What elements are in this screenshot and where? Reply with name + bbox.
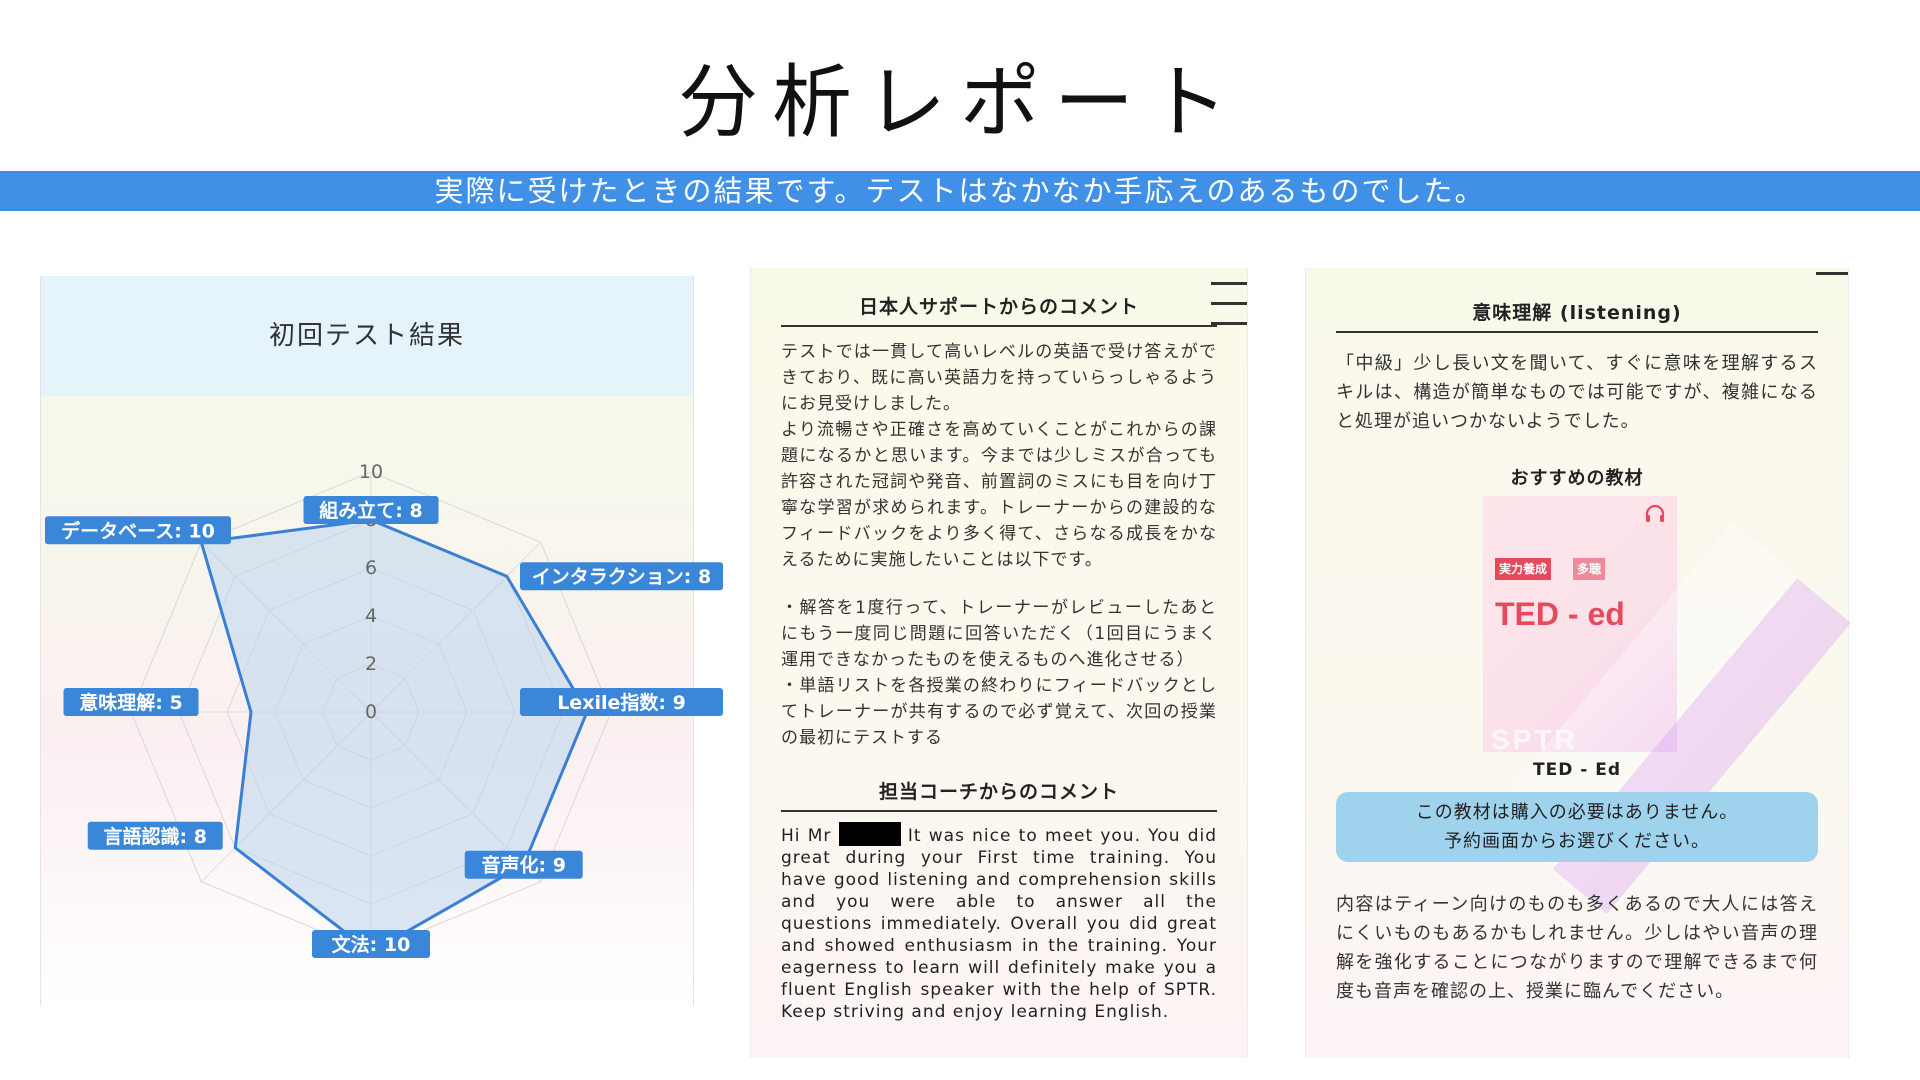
support-paragraph: テストでは一貫して高いレベルの英語で受け答えができており、既に高い英語力を持って… <box>781 342 1217 414</box>
radar-tick-label: 6 <box>365 557 377 579</box>
redacted-name <box>838 822 901 846</box>
radar-tick-label: 4 <box>365 605 377 627</box>
material-name: TED - Ed <box>1533 760 1621 780</box>
radar-value-label: 文法: 10 <box>332 933 411 956</box>
listening-description: 「中級」少し長い文を聞いて、すぐに意味を理解するスキルは、構造が簡単なものでは可… <box>1336 353 1818 432</box>
radar-label-box <box>464 850 583 879</box>
support-bullet: ・解答を1度行って、トレーナーがレビューしたあとにもう一度同じ問題に回答いただく… <box>781 598 1217 670</box>
coach-heading: 担当コーチからのコメント <box>781 777 1217 812</box>
page-title: 分析レポート <box>678 56 1242 149</box>
radar-tick-label: 2 <box>365 653 377 675</box>
brand-logo: SPTR <box>1491 724 1578 755</box>
radar-value-label: インタラクション: 8 <box>532 566 711 588</box>
recommended-title: おすすめの教材 <box>1510 468 1644 489</box>
coach-body: It was nice to meet you. You did great d… <box>781 826 1218 1022</box>
chart-header: 初回テスト結果 <box>41 276 693 396</box>
radar-value-label: 音声化: 9 <box>482 854 566 877</box>
note-line: 予約画面からお選びください。 <box>1444 831 1710 852</box>
purchase-note: この教材は購入の必要はありません。 予約画面からお選びください。 <box>1336 792 1818 862</box>
support-paragraph: より流暢さや正確さを高めていくことがこれからの課題になるかと思います。今までは少… <box>781 420 1217 570</box>
radar-value-label: データベース: 10 <box>61 519 215 542</box>
radar-label-box <box>312 930 430 958</box>
radar-label-box <box>520 688 723 716</box>
radar-label-box <box>63 688 199 716</box>
radar-value-label: 意味理解: 5 <box>79 691 182 714</box>
subtitle-banner: 実際に受けたときの結果です。テストはなかなか手応えのあるものでした。 <box>0 171 1920 211</box>
radar-value-label: Lexile指数: 9 <box>557 691 686 714</box>
material-cover[interactable]: 実力養成 多聴 TED - ed SPTR <box>1483 496 1851 915</box>
menu-icon[interactable] <box>1816 272 1848 275</box>
listening-heading: 意味理解 (listening) <box>1336 298 1818 333</box>
radar-label-box <box>45 516 231 545</box>
radar-label-box <box>303 496 439 524</box>
support-heading: 日本人サポートからのコメント <box>781 292 1217 327</box>
cover-title: TED - ed <box>1495 596 1625 632</box>
radar-label-box <box>520 562 723 591</box>
tag-secondary: 多聴 <box>1573 558 1606 580</box>
radar-value-label: 言語認識: 8 <box>104 825 207 848</box>
comments-panel: 日本人サポートからのコメント テストでは一貫して高いレベルの英語で受け答えができ… <box>750 268 1248 1058</box>
note-line: この教材は購入の必要はありません。 <box>1415 802 1739 823</box>
radar-label-box <box>87 821 223 850</box>
closing-text: 内容はティーン向けのものも多くあるので大人には答えにくいものもあるかもしれません… <box>1336 894 1818 1002</box>
listening-panel: 意味理解 (listening) 「中級」少し長い文を聞いて、すぐに意味を理解す… <box>1305 268 1851 1058</box>
support-bullet: ・単語リストを各授業の終わりにフィードバックとしてトレーナーが共有するので必ず覚… <box>781 676 1217 748</box>
coach-greeting: Hi Mr <box>781 826 832 846</box>
radar-tick-label: 10 <box>359 461 383 483</box>
headphones-icon <box>1645 504 1665 522</box>
radar-tick-label: 0 <box>365 701 377 723</box>
coach-message: Hi Mr It was nice to meet you. You did g… <box>781 822 1217 1023</box>
menu-icon[interactable] <box>1211 282 1247 342</box>
tag-primary: 実力養成 <box>1495 558 1552 580</box>
radar-value-label: 組み立て: 8 <box>319 499 422 522</box>
